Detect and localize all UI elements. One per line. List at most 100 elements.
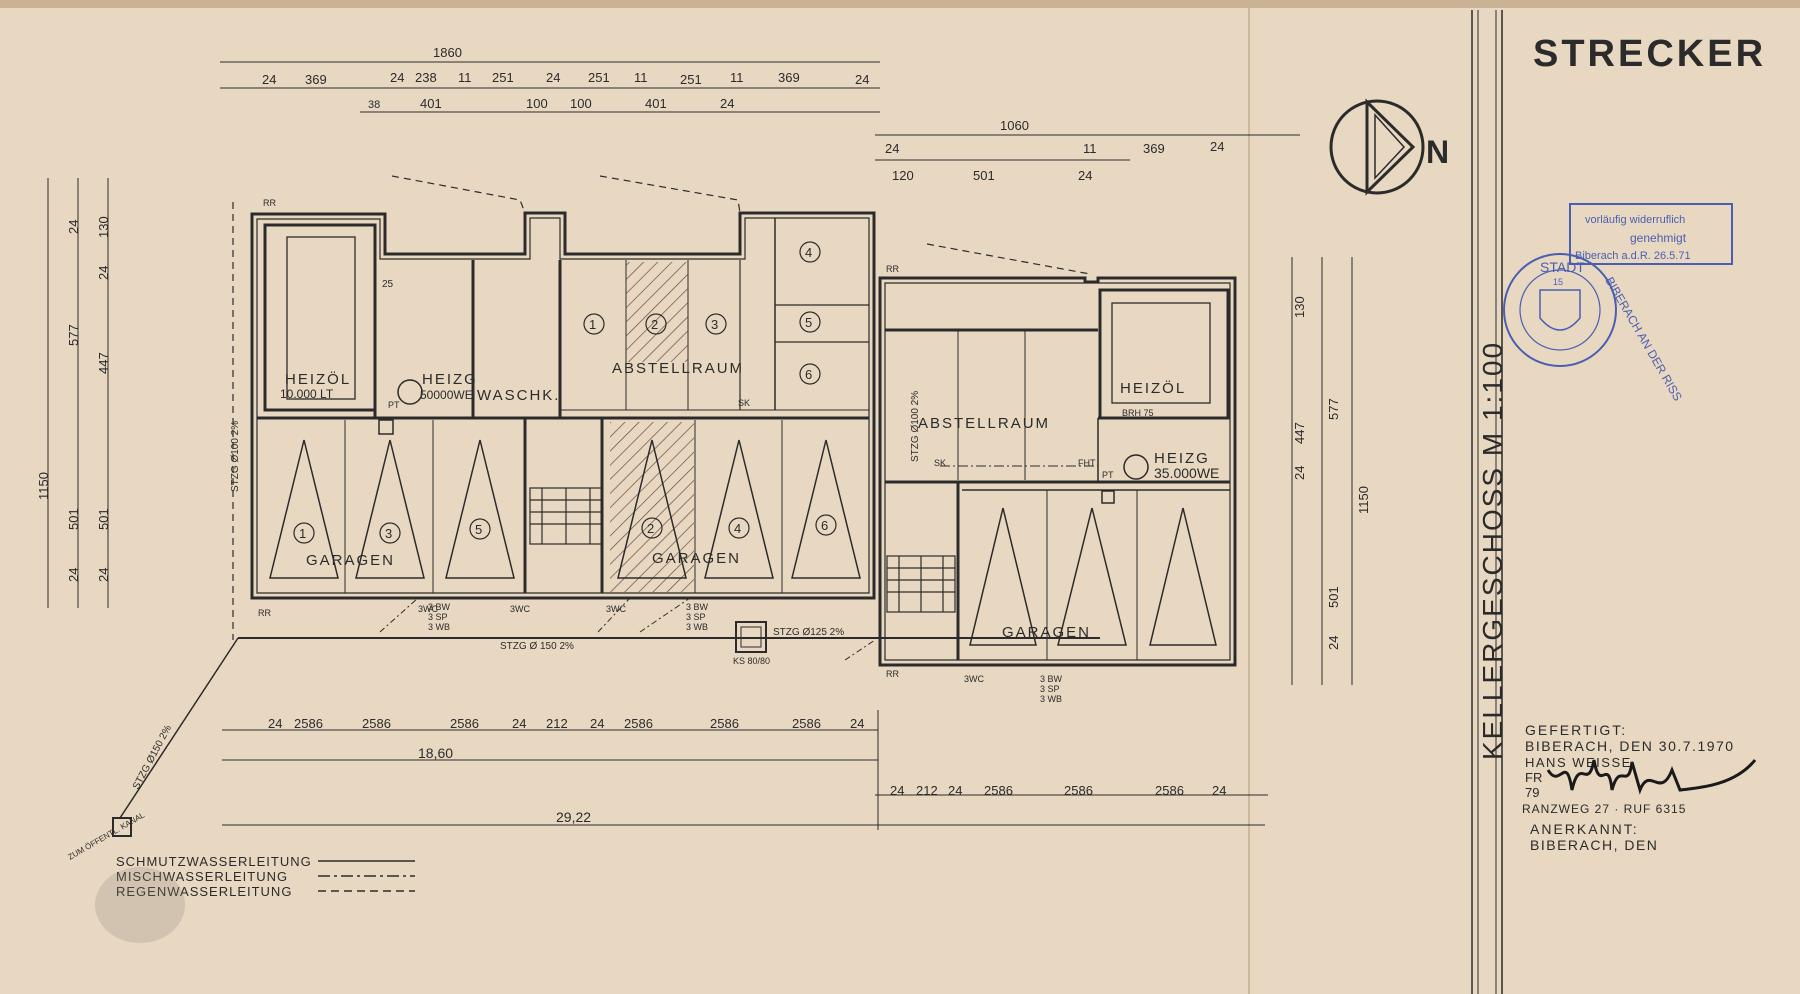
note-wb-3: 3 WB <box>1040 694 1062 704</box>
garage-number-5: 5 <box>475 522 482 537</box>
dim-top-r1-6: 24 <box>546 70 560 85</box>
note-wc-3: 3WC <box>606 604 627 614</box>
projection-lines <box>232 175 1091 640</box>
note-rr-1: RR <box>263 198 276 208</box>
title-block <box>1471 10 1503 994</box>
storage-2: 2 <box>651 317 658 332</box>
note-dim-25: 25 <box>382 279 394 290</box>
storage-6: 6 <box>805 367 812 382</box>
storage-3: 3 <box>711 317 718 332</box>
dim-right-v-5: 24 <box>1326 636 1341 650</box>
garage-number-2: 2 <box>647 521 654 536</box>
hatched-storage-2 <box>626 262 688 362</box>
note-wb-2: 3 WB <box>686 622 708 632</box>
paper-top-edge <box>0 0 1800 8</box>
gefertigt-label: GEFERTIGT: <box>1525 722 1627 738</box>
dim-right-r2-0: 120 <box>892 168 914 183</box>
dim-top-r1-3: 238 <box>415 70 437 85</box>
room-garagen-2: GARAGEN <box>652 550 741 567</box>
dim-left-v-3: 24 <box>66 220 81 234</box>
svg-text:vorläufig widerruflich: vorläufig widerruflich <box>1585 214 1685 226</box>
dim-left-v-9: 24 <box>96 568 111 582</box>
dim-top-r1-0: 24 <box>262 72 276 87</box>
svg-text:STADT: STADT <box>1540 259 1585 275</box>
dim-top-r2-4: 401 <box>645 96 667 111</box>
garage-number-6: 6 <box>821 518 828 533</box>
ink-smudge <box>95 867 185 943</box>
dim-top-r1-2: 24 <box>390 70 404 85</box>
dim-top-r2-3: 100 <box>570 96 592 111</box>
dim-bottom-total: 29,22 <box>556 809 591 825</box>
room-waschkueche: WASCHK. <box>477 387 560 404</box>
dim-top-r1-7: 251 <box>588 70 610 85</box>
dim-top-r1-12: 24 <box>855 72 869 87</box>
room-garagen-1: GARAGEN <box>306 552 395 569</box>
note-stzg-bottom: STZG Ø 150 2% <box>500 641 574 652</box>
stairs-right <box>886 555 956 613</box>
north-arrow-icon <box>1329 98 1425 196</box>
note-wc-4: 3WC <box>964 674 985 684</box>
drainage-pipes <box>119 409 1100 819</box>
dim-left-v-2: 501 <box>66 508 81 530</box>
anerkannt-label: ANERKANNT: <box>1530 821 1639 837</box>
dim-bottom-r1-4: 24 <box>512 716 526 731</box>
note-ks: KS 80/80 <box>733 656 770 666</box>
anerkannt-place-date: BIBERACH, DEN <box>1530 837 1658 853</box>
dim-bottom-r2-0: 24 <box>890 783 904 798</box>
note-wc-1: 3WC <box>418 604 439 614</box>
project-name: STRECKER <box>1533 33 1766 75</box>
dim-left-v-6: 447 <box>96 352 111 374</box>
dim-left-v-4: 24 <box>66 568 81 582</box>
dim-bottom-1860: 18,60 <box>418 745 453 761</box>
dim-top-r1-8: 11 <box>634 70 648 85</box>
storage-4: 4 <box>805 245 812 260</box>
legend-label-regenwasser: REGENWASSERLEITUNG <box>116 884 292 899</box>
note-bw-1: 3 BW <box>428 602 451 612</box>
note-rr-3: RR <box>886 264 899 274</box>
dim-right-total: 1060 <box>1000 118 1029 133</box>
storage-number-markers <box>583 241 821 385</box>
note-sp-3: 3 SP <box>1040 684 1060 694</box>
dim-right-v-2: 447 <box>1292 422 1307 444</box>
dim-bottom-r1-8: 2586 <box>710 716 739 731</box>
dim-top-r1-4: 11 <box>458 70 472 85</box>
dim-right-r2-2: 24 <box>1078 168 1092 183</box>
hatched-garage-2 <box>610 422 694 592</box>
dim-right-r1-3: 24 <box>1210 139 1224 154</box>
north-label: N <box>1426 134 1449 170</box>
dim-right-v-3: 24 <box>1292 466 1307 480</box>
note-sk-left: SK <box>738 398 750 408</box>
dim-bottom-r2-2: 24 <box>948 783 962 798</box>
svg-text:genehmigt: genehmigt <box>1630 231 1687 245</box>
room-abstellraum-right: ABSTELLRAUM <box>918 415 1050 432</box>
dim-top-r1-5: 251 <box>492 70 514 85</box>
note-sk-right: SK <box>934 458 946 468</box>
dim-right-v-0: 130 <box>1292 296 1307 318</box>
dim-bottom-r2-3: 2586 <box>984 783 1013 798</box>
dim-bottom-r2-1: 212 <box>916 783 938 798</box>
dim-right-r1-0: 24 <box>885 141 899 156</box>
dim-bottom-r1-7: 2586 <box>624 716 653 731</box>
room-heizoel-right: HEIZÖL <box>1120 379 1186 397</box>
svg-text:Biberach a.d.R. 26.5.71: Biberach a.d.R. 26.5.71 <box>1575 250 1691 262</box>
dim-top-r2-0: 38 <box>368 99 380 111</box>
dim-top-r2-1: 401 <box>420 96 442 111</box>
dim-bottom-r1-9: 2586 <box>792 716 821 731</box>
dim-bottom-r2-5: 2586 <box>1155 783 1184 798</box>
dim-top-r1-11: 369 <box>778 70 800 85</box>
note-brh: BRH 75 <box>1122 408 1154 418</box>
dim-top-total: 1860 <box>433 45 462 60</box>
note-bw-2: 3 BW <box>686 602 709 612</box>
dim-bottom-r1-10: 24 <box>850 716 864 731</box>
garage-number-markers <box>293 514 837 544</box>
architect-line3: 79 <box>1525 785 1539 800</box>
note-wc-2: 3WC <box>510 604 531 614</box>
paper-fold-shadow <box>1248 0 1250 994</box>
room-heizoel-left-volume: 10.000 LT <box>280 387 334 401</box>
room-heizg-left-power: 50000WE <box>420 388 473 402</box>
dim-bottom-r1-0: 24 <box>268 716 282 731</box>
dim-top-r2-5: 24 <box>720 96 734 111</box>
dim-right-v-4: 501 <box>1326 586 1341 608</box>
